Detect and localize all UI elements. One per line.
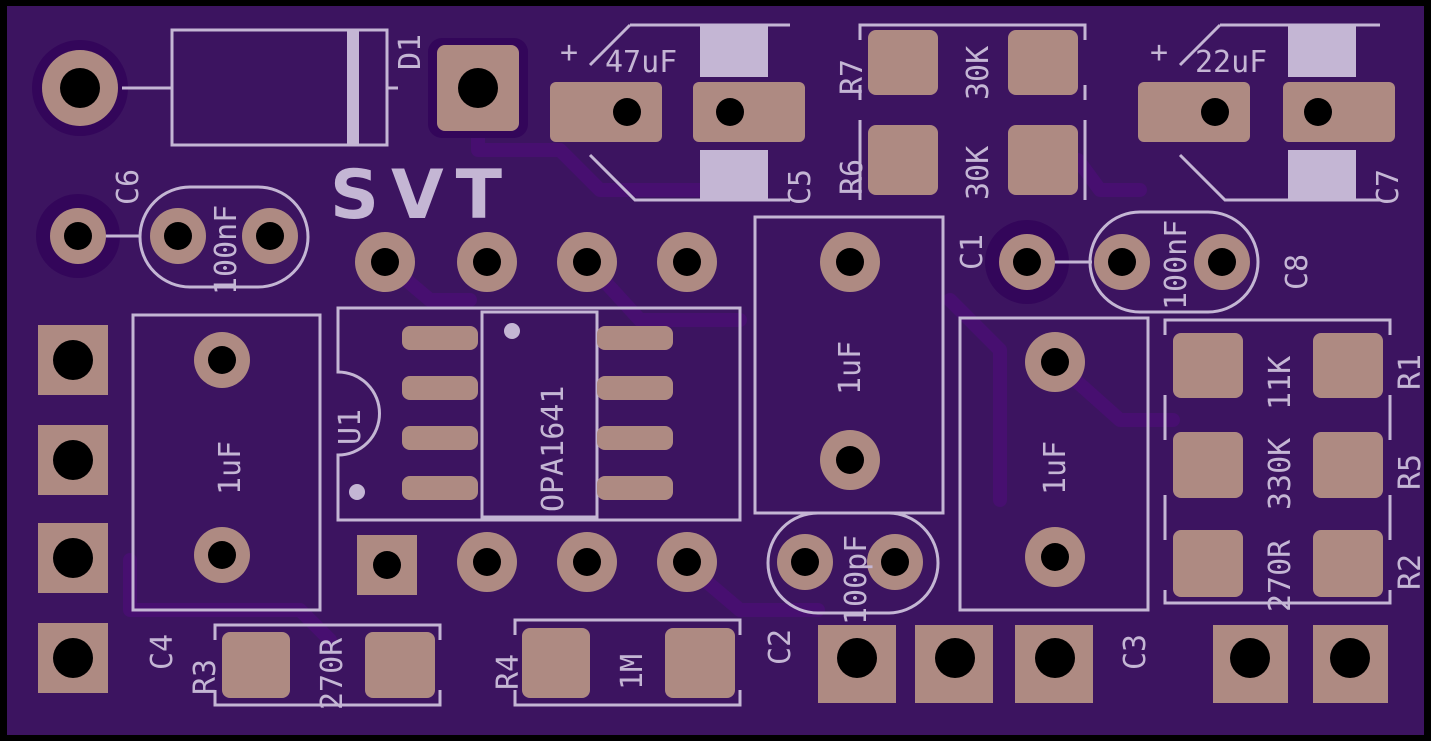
resistor-r3: R3 270R: [188, 623, 442, 710]
bottom-headers: [818, 625, 1388, 703]
capacitor-c6: C6 100nF: [36, 169, 310, 295]
ic-through-hole-pads: [355, 232, 717, 595]
c1-value: 1uF: [833, 341, 868, 395]
r5-ref: R5: [1393, 454, 1428, 490]
resistor-r6: R6 30K: [835, 120, 1087, 200]
c5-polarity: +: [560, 35, 578, 70]
capacitor-c8: 100nF C8: [985, 210, 1315, 314]
capacitor-c4: 1uF C4: [131, 313, 322, 670]
capacitor-c2: 100pF C2: [763, 511, 940, 665]
r7-value: 30K: [961, 46, 996, 100]
resistor-array: 11K 330K 270R R1 R5 R2: [1163, 318, 1428, 612]
r3-ref: R3: [188, 659, 223, 695]
capacitor-c5: + 47uF C5: [550, 23, 818, 205]
c8-value: 100nF: [1159, 220, 1194, 310]
resistor-r7: R7 30K: [835, 23, 1087, 100]
c5-value: 47uF: [605, 45, 677, 80]
c7-polarity: +: [1150, 35, 1168, 70]
board-logo: SVT: [330, 156, 514, 235]
c2-value: 100pF: [839, 535, 874, 625]
c8-ref: C8: [1280, 254, 1315, 290]
r3-value: 270R: [315, 637, 350, 710]
u1-value: OPA1641: [536, 386, 571, 512]
left-header: [38, 325, 108, 693]
c4-value: 1uF: [213, 441, 248, 495]
c1-ref: C1: [955, 234, 990, 270]
c6-value: 100nF: [209, 205, 244, 295]
u1-ref: U1: [333, 409, 368, 445]
diode-d1: D1: [32, 28, 528, 147]
r6-value: 30K: [961, 146, 996, 200]
c7-ref: C7: [1371, 169, 1406, 205]
r2-ref: R2: [1393, 554, 1428, 590]
capacitor-c3: 1uF C3: [958, 316, 1153, 670]
r6-ref: R6: [835, 159, 870, 195]
r4-ref: R4: [491, 654, 526, 690]
r7-ref: R7: [835, 59, 870, 95]
c3-value: 1uF: [1038, 441, 1073, 495]
c5-ref: C5: [783, 169, 818, 205]
d1-ref: D1: [393, 34, 428, 70]
ic-u1: U1 OPA1641: [333, 306, 742, 522]
r1-value: 11K: [1263, 356, 1298, 410]
r5-value: 330K: [1263, 438, 1298, 510]
capacitor-c7: + 22uF C7: [1138, 23, 1406, 205]
capacitor-c1: 1uF C1: [753, 215, 990, 515]
r4-value: 1M: [615, 654, 650, 690]
r1-ref: R1: [1393, 354, 1428, 390]
r2-value: 270R: [1263, 539, 1298, 612]
resistor-r4: R4 1M: [491, 618, 742, 707]
c7-value: 22uF: [1195, 45, 1267, 80]
c6-ref: C6: [111, 169, 146, 205]
c4-ref: C4: [145, 634, 180, 670]
c3-ref: C3: [1118, 634, 1153, 670]
c2-ref: C2: [763, 629, 798, 665]
